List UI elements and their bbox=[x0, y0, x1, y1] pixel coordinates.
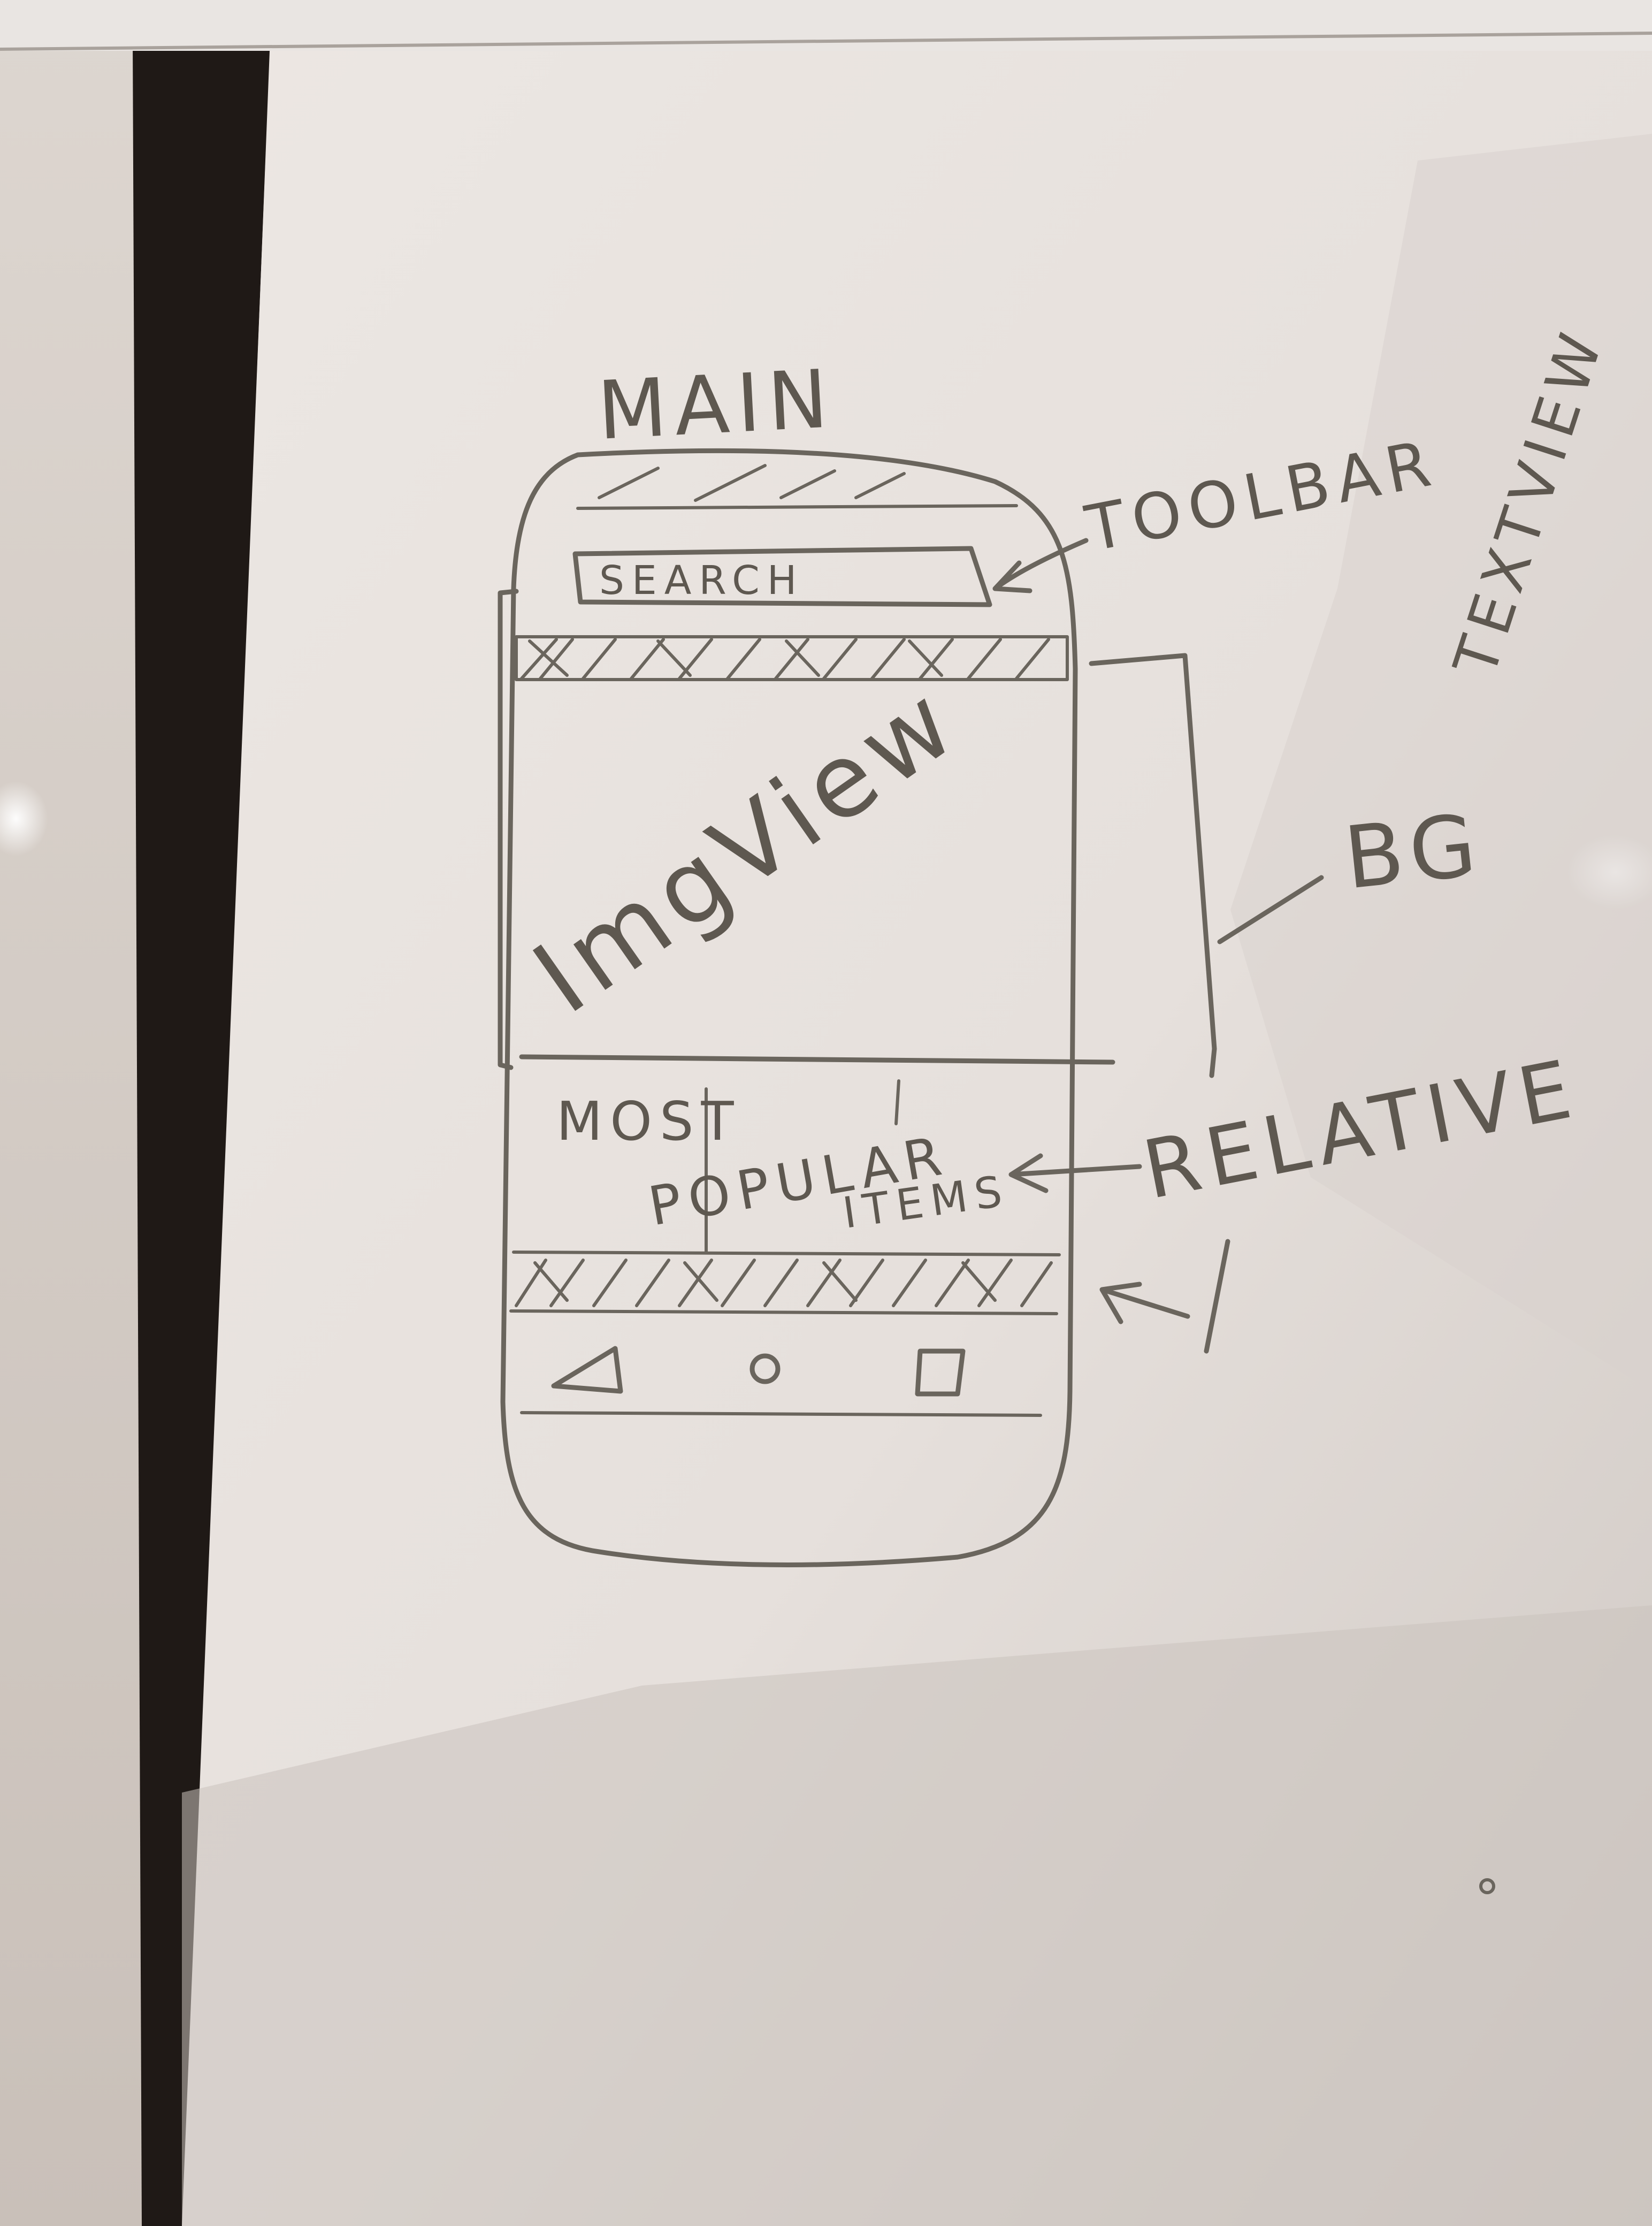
top-frame-rail bbox=[0, 0, 1652, 51]
bottom-bar-tick bbox=[1204, 1239, 1230, 1354]
bg-connector bbox=[1217, 875, 1324, 944]
left-bracket bbox=[498, 589, 519, 1070]
bg-bracket bbox=[1089, 653, 1217, 1078]
navigation-bar-bottom-line bbox=[520, 1411, 1042, 1417]
image-view-bottom-line bbox=[519, 1054, 1115, 1065]
hand-shadow bbox=[1230, 134, 1652, 1391]
bottom-bar-arrow bbox=[1099, 1282, 1190, 1324]
marker-dot bbox=[1479, 1878, 1495, 1894]
toolbar-strip bbox=[515, 635, 1069, 681]
bottom-shadow bbox=[182, 1605, 1652, 2226]
light-glare-left bbox=[0, 781, 48, 856]
navigation-bar bbox=[520, 1346, 1042, 1417]
status-bar-divider bbox=[576, 504, 1018, 510]
left-board bbox=[0, 0, 144, 2226]
home-circle-icon bbox=[749, 1353, 781, 1384]
main-label: MAIN bbox=[595, 353, 838, 458]
dark-frame-divider bbox=[133, 37, 270, 2226]
top-frame-edge bbox=[0, 32, 1652, 51]
search-box-label: SEARCH bbox=[599, 558, 804, 604]
toolbar-strip-hatching bbox=[520, 638, 1050, 680]
toolbar-arrow bbox=[992, 538, 1089, 593]
recents-square-icon bbox=[915, 1348, 966, 1397]
status-bar-hatching bbox=[598, 464, 906, 502]
bottom-strip bbox=[509, 1251, 1061, 1315]
bg-label: BG bbox=[1340, 795, 1488, 909]
back-triangle-icon bbox=[551, 1346, 623, 1394]
section-divider-right bbox=[894, 1079, 900, 1125]
bottom-strip-hatching bbox=[515, 1259, 1053, 1307]
relative-arrow bbox=[1008, 1153, 1142, 1193]
search-box: SEARCH bbox=[572, 546, 992, 607]
section-heading-line1: MOST bbox=[556, 1090, 741, 1153]
phone-outline bbox=[500, 448, 1078, 1567]
